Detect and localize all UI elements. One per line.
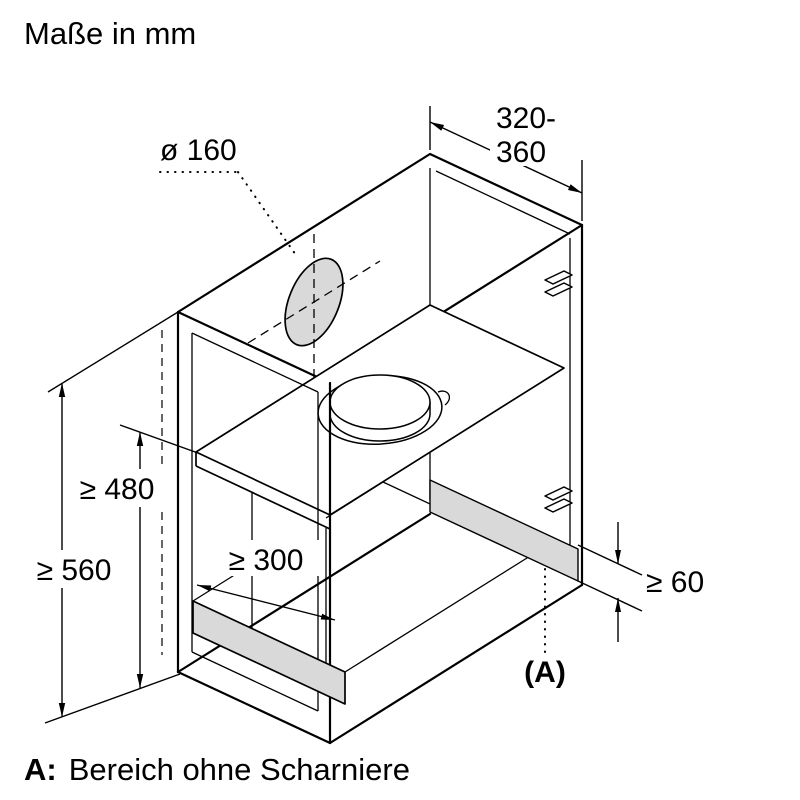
page-title: Maße in mm [24,16,196,51]
duct-clip-icon [437,390,451,406]
min-hinge-free-label: ≥ 60 [646,566,704,599]
caption-key: A: [24,752,57,787]
depth-label-line1: 320- [496,102,556,135]
dim-height-480: ≥ 480 [66,424,199,688]
dim-width-300: ≥ 300 [196,540,336,621]
depth-label-line2: 360 [496,136,546,169]
hinge-free-area-label: (A) [524,656,566,689]
hinge-top-icon [544,270,573,297]
hinge-bottom-icon [544,486,573,513]
hole-diameter-label: ø 160 [160,134,237,167]
min-inner-width-label: ≥ 300 [229,544,304,577]
dim-hole-diameter: ø 160 [159,134,299,259]
dim-depth-320-360: 320- 360 [429,100,583,221]
caption-text: Bereich ohne Scharniere [69,752,410,787]
duct-hole [317,374,451,445]
dim-height-560: ≥ 560 [26,311,181,724]
hood-visor-highlight [192,600,346,705]
min-height-label: ≥ 560 [37,554,112,587]
min-inner-height-label: ≥ 480 [80,473,155,506]
area-a-label: (A) [524,565,566,689]
hole-centerlines [247,234,381,380]
caption: A: Bereich ohne Scharniere [24,752,410,787]
dim-hinge-free-60: ≥ 60 [577,522,704,642]
